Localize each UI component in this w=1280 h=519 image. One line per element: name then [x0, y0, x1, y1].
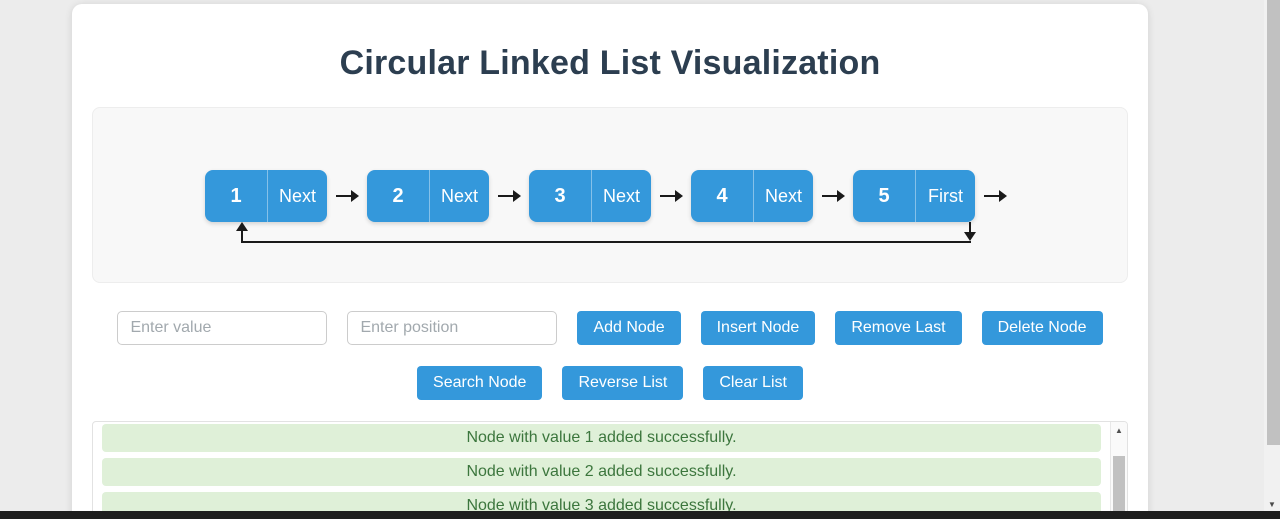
loop-arrowhead-down-icon — [964, 232, 976, 241]
node-pointer-cell: First — [928, 185, 963, 206]
scroll-down-icon[interactable]: ▼ — [1268, 499, 1276, 509]
main-card: Circular Linked List Visualization 1 Nex… — [72, 4, 1148, 519]
arrow-cell — [489, 170, 529, 222]
loop-back-connector-right — [969, 222, 971, 233]
reverse-list-button[interactable]: Reverse List — [562, 366, 684, 400]
nodes-row: 1 Next 2 Next 3 Next 4 Next 5 First — [93, 170, 1127, 222]
page-title: Circular Linked List Visualization — [339, 44, 881, 82]
linked-list-node-1: 1 Next — [205, 170, 327, 222]
node-value-cell: 3 — [529, 170, 592, 222]
node-pointer-cell: Next — [440, 185, 478, 206]
arrow-cell — [813, 170, 853, 222]
linked-list-node-5: 5 First — [853, 170, 975, 222]
linked-list-node-3: 3 Next — [529, 170, 651, 222]
scroll-up-icon[interactable]: ▲ — [1115, 426, 1123, 435]
arrow-cell — [975, 170, 1015, 222]
next-arrow-icon — [335, 189, 359, 203]
node-value-cell: 5 — [853, 170, 916, 222]
node-value-cell: 1 — [205, 170, 268, 222]
log-message-row: Node with value 2 added successfully. — [102, 458, 1101, 486]
node-pointer-cell: Next — [602, 185, 640, 206]
linked-list-node-4: 4 Next — [691, 170, 813, 222]
controls-row-1: Add Node Insert Node Remove Last Delete … — [72, 311, 1148, 345]
add-node-button[interactable]: Add Node — [577, 311, 681, 345]
log-scrollbar[interactable]: ▲ — [1110, 422, 1127, 519]
bottom-edge-bar — [0, 511, 1280, 519]
remove-last-button[interactable]: Remove Last — [835, 311, 962, 345]
linked-list-node-2: 2 Next — [367, 170, 489, 222]
node-pointer-cell: Next — [764, 185, 802, 206]
log-scrollbar-thumb[interactable] — [1113, 456, 1125, 519]
insert-node-button[interactable]: Insert Node — [700, 311, 816, 345]
next-arrow-icon — [821, 189, 845, 203]
position-input[interactable] — [347, 311, 558, 345]
node-pointer-cell: Next — [278, 185, 316, 206]
value-input[interactable] — [117, 311, 328, 345]
next-arrow-icon — [659, 189, 683, 203]
log-message-row: Node with value 1 added successfully. — [102, 424, 1101, 452]
arrow-cell — [327, 170, 367, 222]
browser-scrollbar[interactable]: ▼ — [1264, 0, 1280, 519]
arrow-cell — [651, 170, 691, 222]
log-panel[interactable]: Node with value 1 added successfully. No… — [92, 421, 1128, 519]
loop-back-connector-line — [241, 241, 971, 243]
controls-row-2: Search Node Reverse List Clear List — [72, 366, 1148, 400]
loop-back-connector-left — [241, 230, 243, 243]
loop-arrowhead-up-icon — [236, 222, 248, 231]
next-arrow-icon — [983, 189, 1007, 203]
search-node-button[interactable]: Search Node — [417, 366, 543, 400]
node-value-cell: 2 — [367, 170, 430, 222]
next-arrow-icon — [497, 189, 521, 203]
visualization-panel: 1 Next 2 Next 3 Next 4 Next 5 First — [92, 107, 1128, 283]
clear-list-button[interactable]: Clear List — [703, 366, 803, 400]
delete-node-button[interactable]: Delete Node — [981, 311, 1103, 345]
log-message-list: Node with value 1 added successfully. No… — [93, 424, 1110, 519]
browser-scrollbar-thumb[interactable] — [1267, 0, 1280, 445]
node-value-cell: 4 — [691, 170, 754, 222]
